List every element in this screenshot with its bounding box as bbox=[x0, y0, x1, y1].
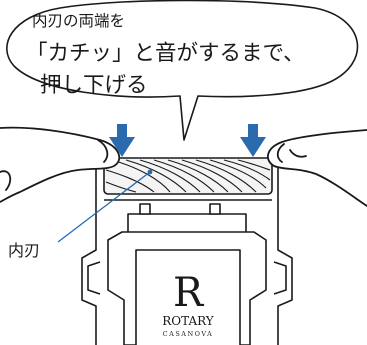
bubble-line-3: 押し下げる bbox=[40, 73, 148, 98]
left-hand bbox=[0, 126, 121, 203]
logo-letter: R bbox=[173, 270, 205, 316]
label-leader-line bbox=[57, 171, 151, 243]
logo-line-2: CASANOVA bbox=[163, 330, 214, 338]
bubble-line-2: 「カチッ」と音がするまで、 bbox=[26, 41, 305, 66]
press-arrow-left-icon bbox=[109, 124, 135, 157]
bubble-line-1: 内刃の両端を bbox=[32, 12, 125, 30]
press-arrow-right-icon bbox=[240, 124, 266, 157]
label-leader-dot bbox=[147, 169, 153, 175]
inner-blade bbox=[103, 157, 273, 195]
inner-blade-label: 内刃 bbox=[8, 241, 40, 260]
right-hand bbox=[267, 129, 367, 207]
speech-bubble bbox=[6, 0, 359, 141]
logo-line-1: ROTARY bbox=[162, 314, 215, 328]
